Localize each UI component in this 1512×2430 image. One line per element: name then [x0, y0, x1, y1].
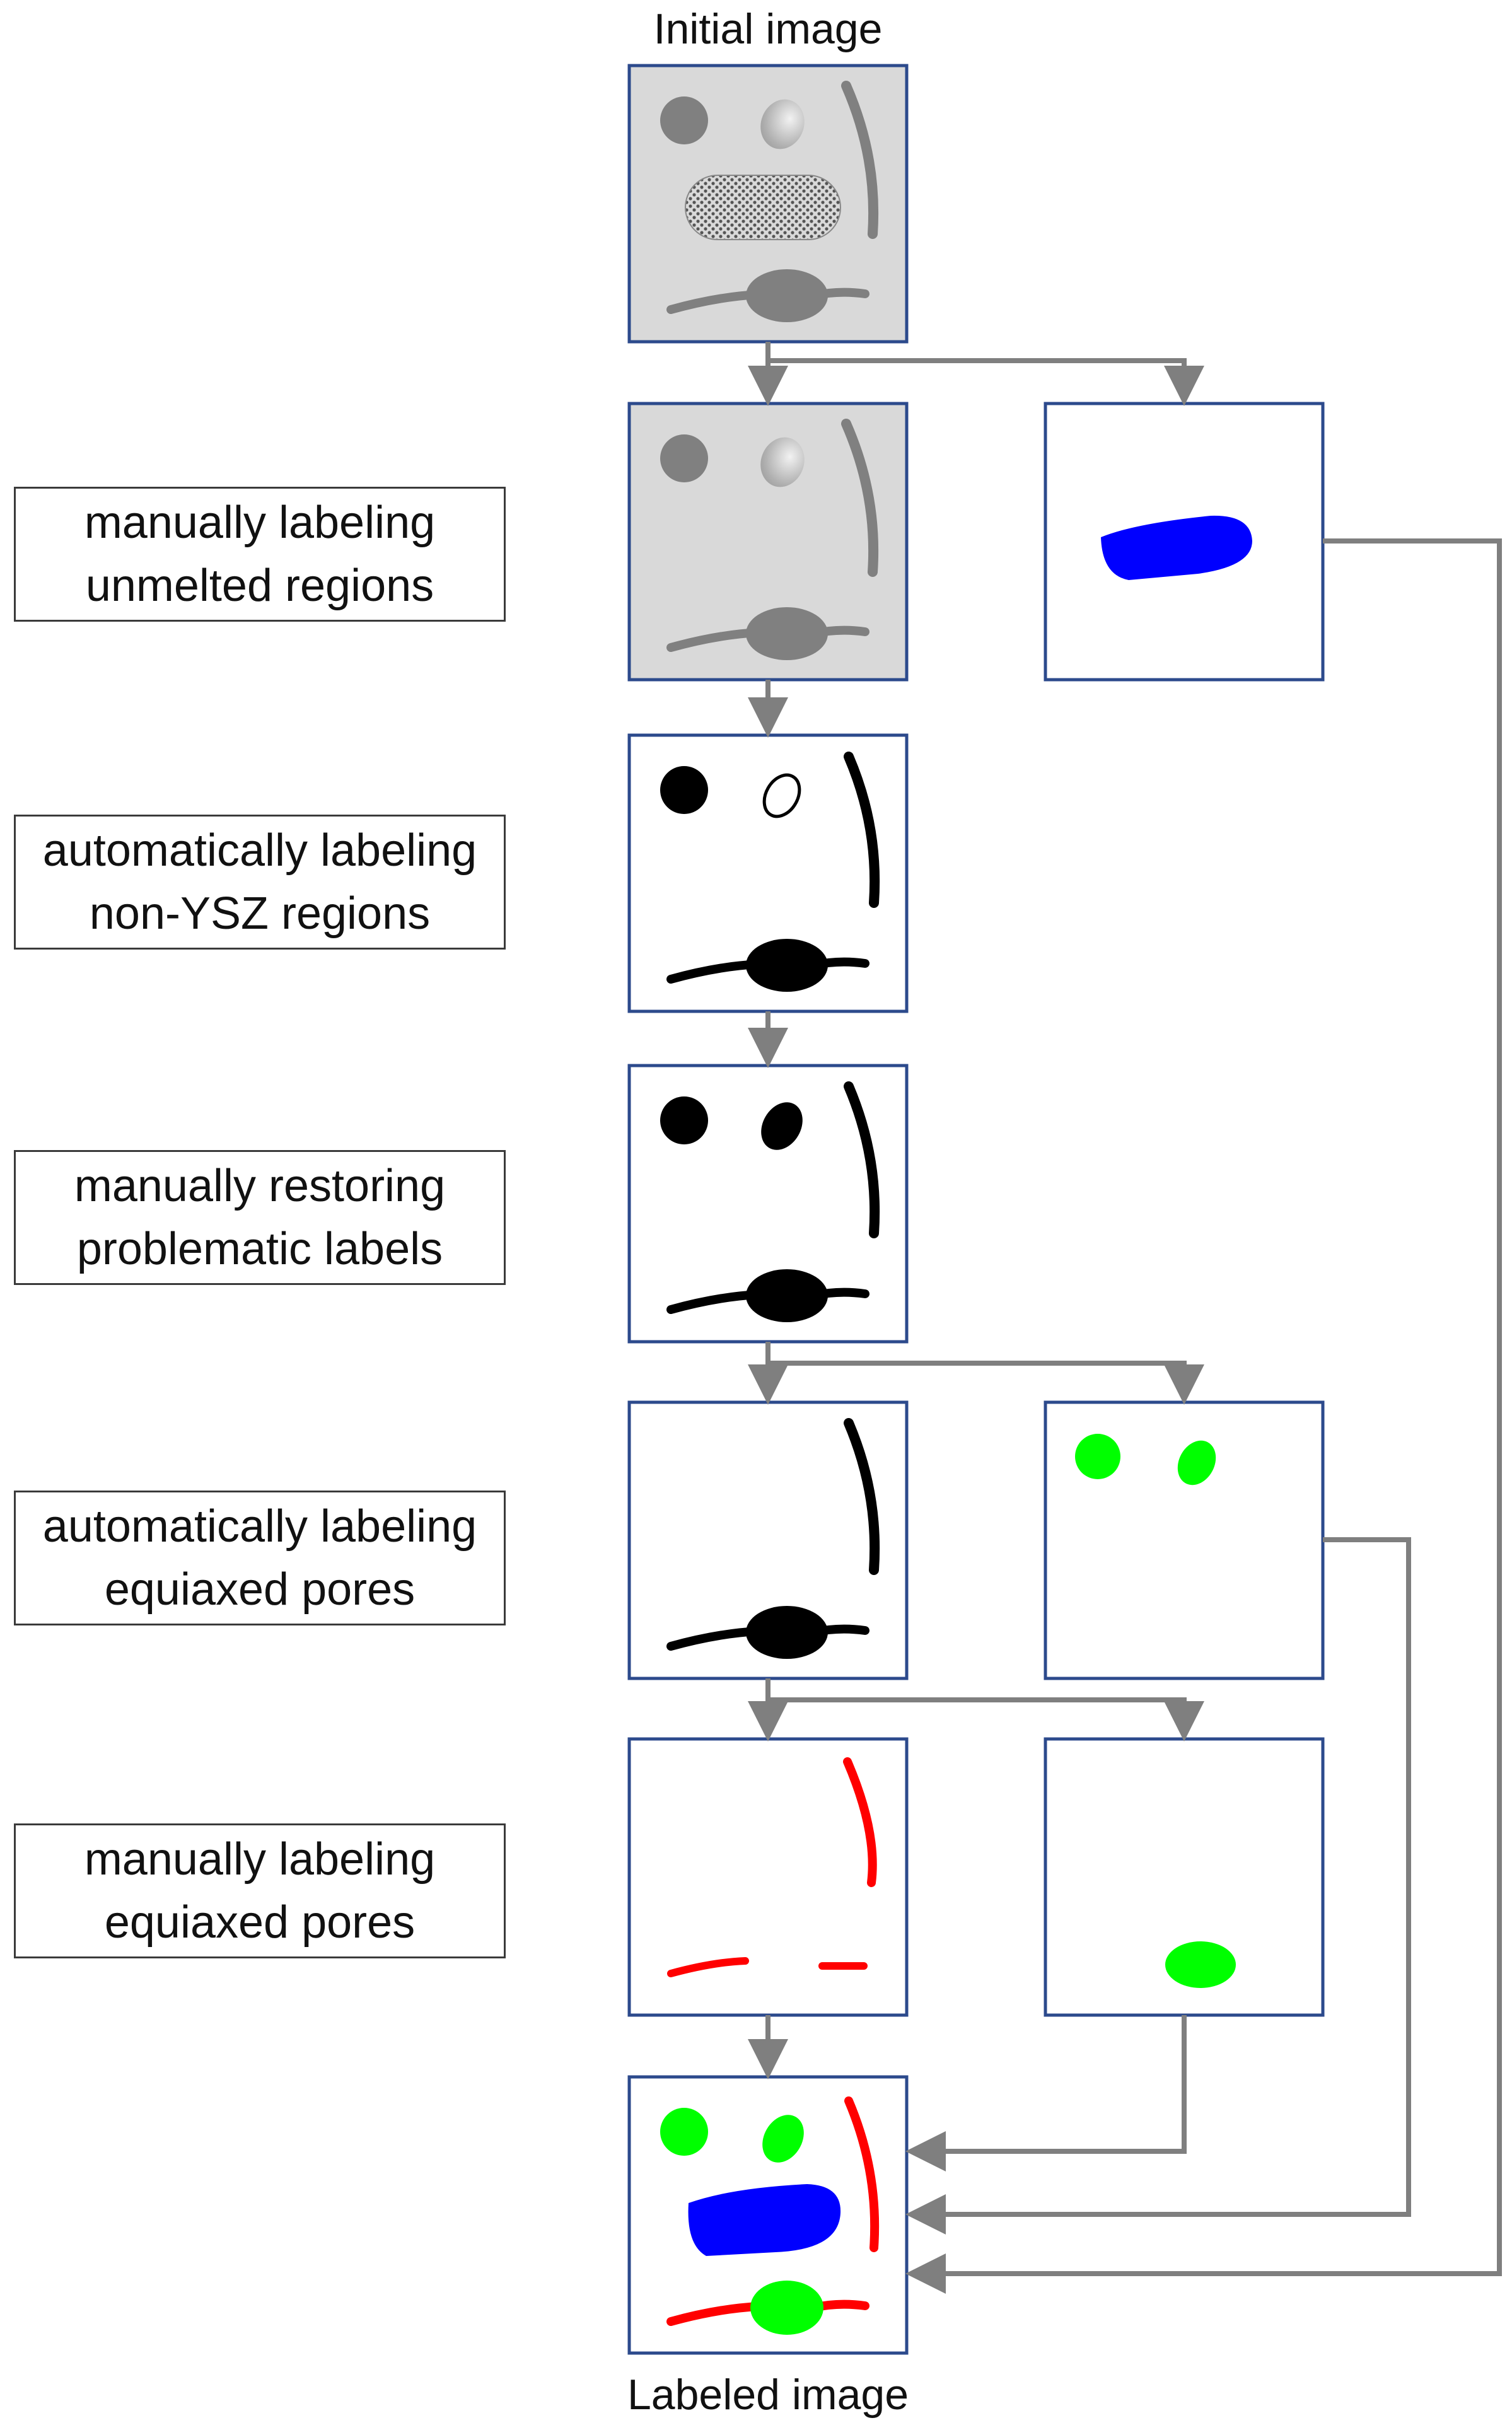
arrow-restored-to-equiaxed: [768, 1361, 1204, 1405]
title-labeled-image: Labeled image: [627, 2371, 909, 2419]
arrow-auto-equiaxed-to-labeled: [905, 1537, 1411, 2235]
step-box-3: manually restoring problematic labels: [14, 1150, 506, 1285]
step-2-line-2: non-YSZ regions: [89, 888, 431, 939]
step-4-line-2: equiaxed pores: [104, 1564, 416, 1615]
step-4-line-1: automatically labeling: [42, 1501, 477, 1552]
panel-remaining-after-auto: [627, 1400, 909, 1680]
arrow-remaining-to-manual-equiaxed: [768, 1697, 1204, 1741]
arrow-unmelted-to-labeled: [905, 538, 1502, 2294]
step-box-4: automatically labeling equiaxed pores: [14, 1491, 506, 1625]
step-3-line-2: problematic labels: [76, 1224, 443, 1274]
panel-labeled-image: [627, 2075, 909, 2355]
step-2-line-1: automatically labeling: [42, 825, 477, 876]
step-5-line-1: manually labeling: [84, 1834, 436, 1885]
step-3-line-1: manually restoring: [74, 1161, 446, 1211]
panel-non-ysz-binary: [627, 733, 909, 1013]
panel-equiaxed-manual-labels: [1044, 1737, 1325, 2017]
panel-equiaxed-auto-labels: [1044, 1400, 1325, 1680]
panel-lamellar-labels: [627, 1737, 909, 2017]
panel-gray-no-unmelted: [627, 402, 909, 682]
panel-restored-labels: [627, 1064, 909, 1344]
step-box-5: manually labeling equiaxed pores: [14, 1823, 506, 1958]
step-5-line-2: equiaxed pores: [104, 1897, 416, 1948]
arrow-manual-equiaxed-to-labeled: [905, 2015, 1187, 2171]
step-1-line-1: manually labeling: [84, 497, 436, 548]
step-box-2: automatically labeling non-YSZ regions: [14, 815, 506, 950]
panel-unmelted-labels: [1044, 402, 1325, 682]
arrow-initial-to-unmelted: [768, 358, 1204, 406]
step-1-line-2: unmelted regions: [85, 561, 434, 611]
panel-initial-image: [627, 64, 909, 344]
step-box-1: manually labeling unmelted regions: [14, 487, 506, 622]
flow-arrows: [748, 342, 1502, 2294]
title-initial-image: Initial image: [653, 5, 883, 53]
